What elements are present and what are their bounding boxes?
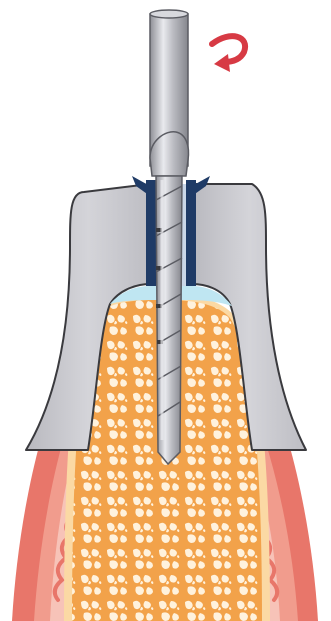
rotation-arrow-icon	[212, 36, 245, 72]
